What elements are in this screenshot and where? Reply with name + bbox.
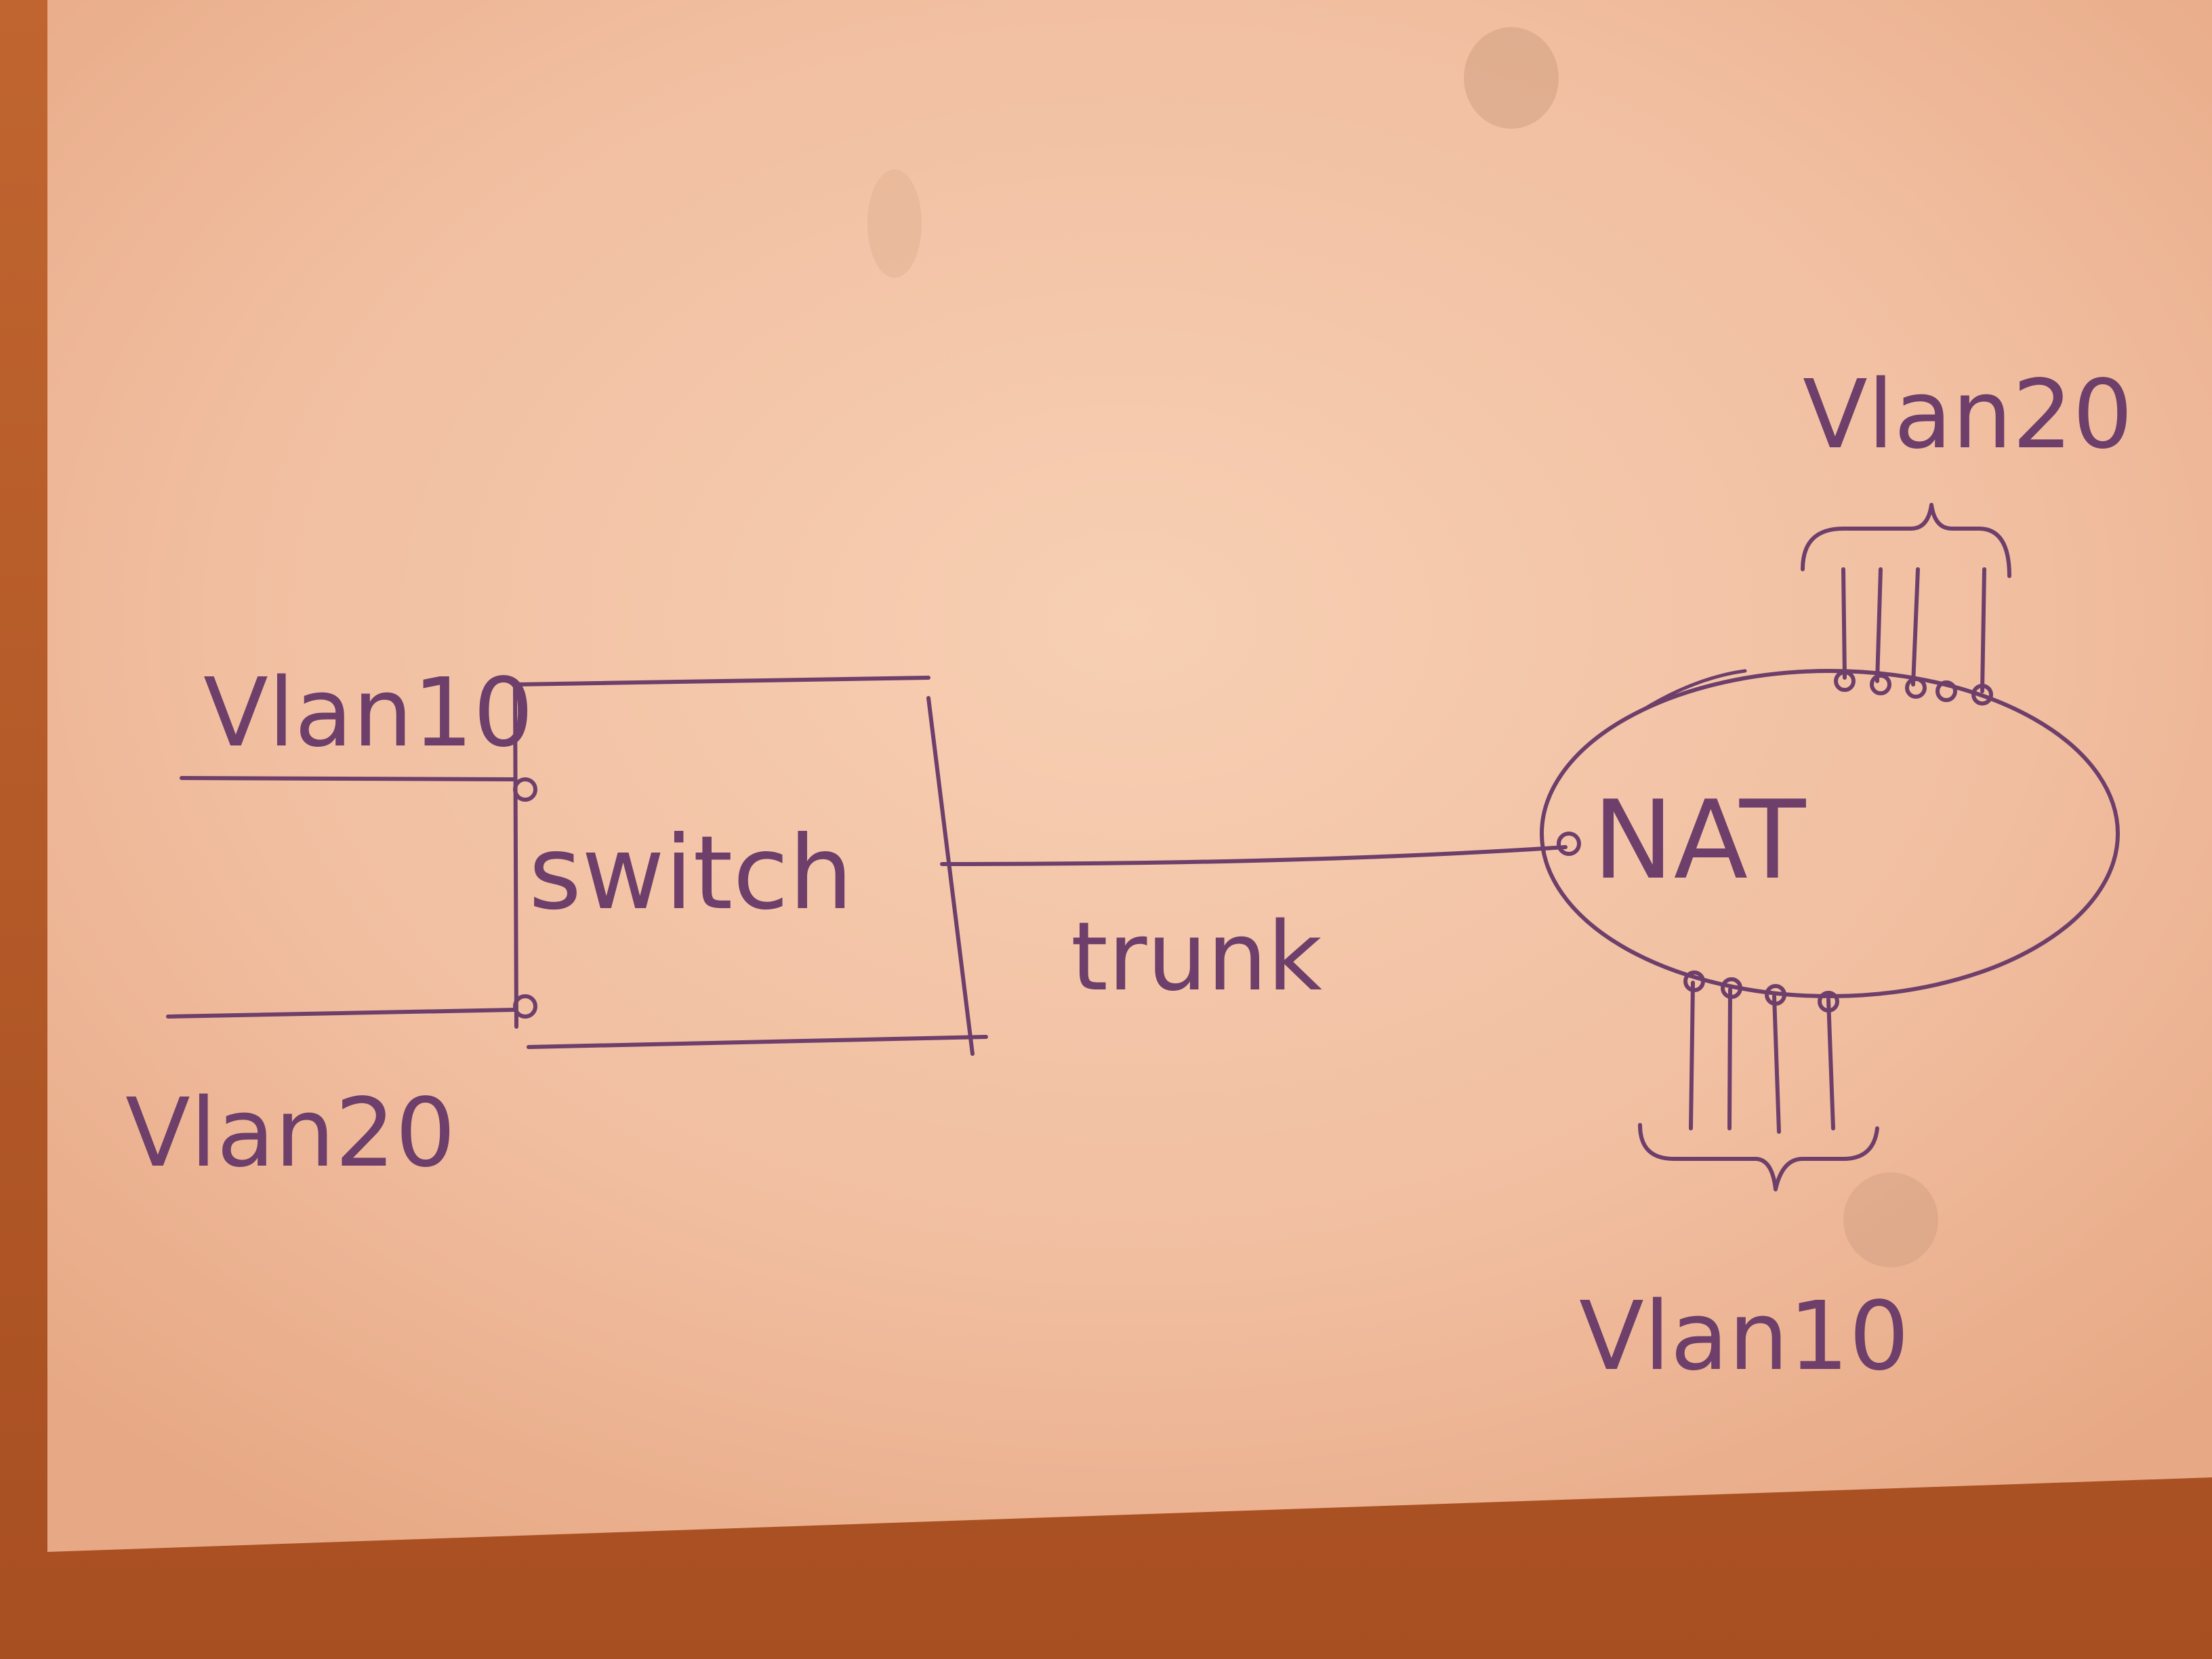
trunk-line xyxy=(940,845,1568,866)
switch-box-left-edge xyxy=(513,682,518,1029)
port-connector-icon xyxy=(1971,684,1993,705)
nat-top-link xyxy=(1980,567,1986,693)
port-connector-icon xyxy=(1834,670,1856,692)
nat-bottom-link xyxy=(1826,998,1835,1130)
nat-top-group-brace xyxy=(1801,503,2011,578)
switch-vlan10-label: Vlan10 xyxy=(203,658,533,769)
nat-ellipse-stroke-overlap xyxy=(1638,669,1747,714)
port-connector-icon xyxy=(1765,984,1786,1006)
nat-bottom-port-group: Vlan10 xyxy=(1579,970,1909,1392)
switch-box-bottom-edge xyxy=(527,1035,988,1049)
vlan20-access-link xyxy=(166,1008,517,1019)
switch-port-vlan20: Vlan20 xyxy=(125,994,537,1189)
port-connector-icon xyxy=(1936,680,1957,702)
nat-top-link xyxy=(1911,567,1920,687)
paper-stain xyxy=(867,169,922,278)
nat-label: NAT xyxy=(1593,777,1807,903)
port-connector-icon xyxy=(1557,832,1581,856)
port-connector-icon xyxy=(513,994,537,1019)
nat-node: NAT xyxy=(1540,669,2120,998)
port-connector-icon xyxy=(1721,977,1742,999)
switch-node: switch xyxy=(513,676,988,1056)
nat-bottom-link xyxy=(1772,994,1781,1134)
nat-top-link xyxy=(1841,567,1847,680)
nat-bottom-link xyxy=(1689,981,1695,1130)
switch-box-top-edge xyxy=(513,676,930,687)
nat-top-port-group: Vlan20 xyxy=(1801,360,2133,705)
paper-stain xyxy=(1843,1172,1938,1267)
switch-label: switch xyxy=(529,815,853,933)
nat-vlan20-label: Vlan20 xyxy=(1803,360,2133,470)
port-connector-icon xyxy=(1683,970,1705,992)
port-connector-icon xyxy=(1905,677,1927,699)
switch-box-right-edge xyxy=(926,696,975,1056)
nat-top-link xyxy=(1875,567,1883,683)
port-connector-icon xyxy=(1818,991,1839,1012)
nat-ellipse xyxy=(1540,669,2120,998)
vlan10-access-link xyxy=(180,776,517,781)
port-connector-icon xyxy=(513,777,537,802)
trunk-link: trunk xyxy=(940,832,1581,1012)
nat-bottom-link xyxy=(1727,987,1732,1130)
trunk-label: trunk xyxy=(1071,902,1322,1012)
paper-sheet xyxy=(47,0,2212,1552)
nat-bottom-group-brace xyxy=(1638,1123,1879,1191)
switch-vlan20-label: Vlan20 xyxy=(125,1078,455,1189)
switch-port-vlan10: Vlan10 xyxy=(180,658,537,802)
port-connector-icon xyxy=(1870,674,1891,695)
nat-vlan10-label: Vlan10 xyxy=(1579,1282,1909,1392)
paper-stain xyxy=(1464,27,1559,129)
